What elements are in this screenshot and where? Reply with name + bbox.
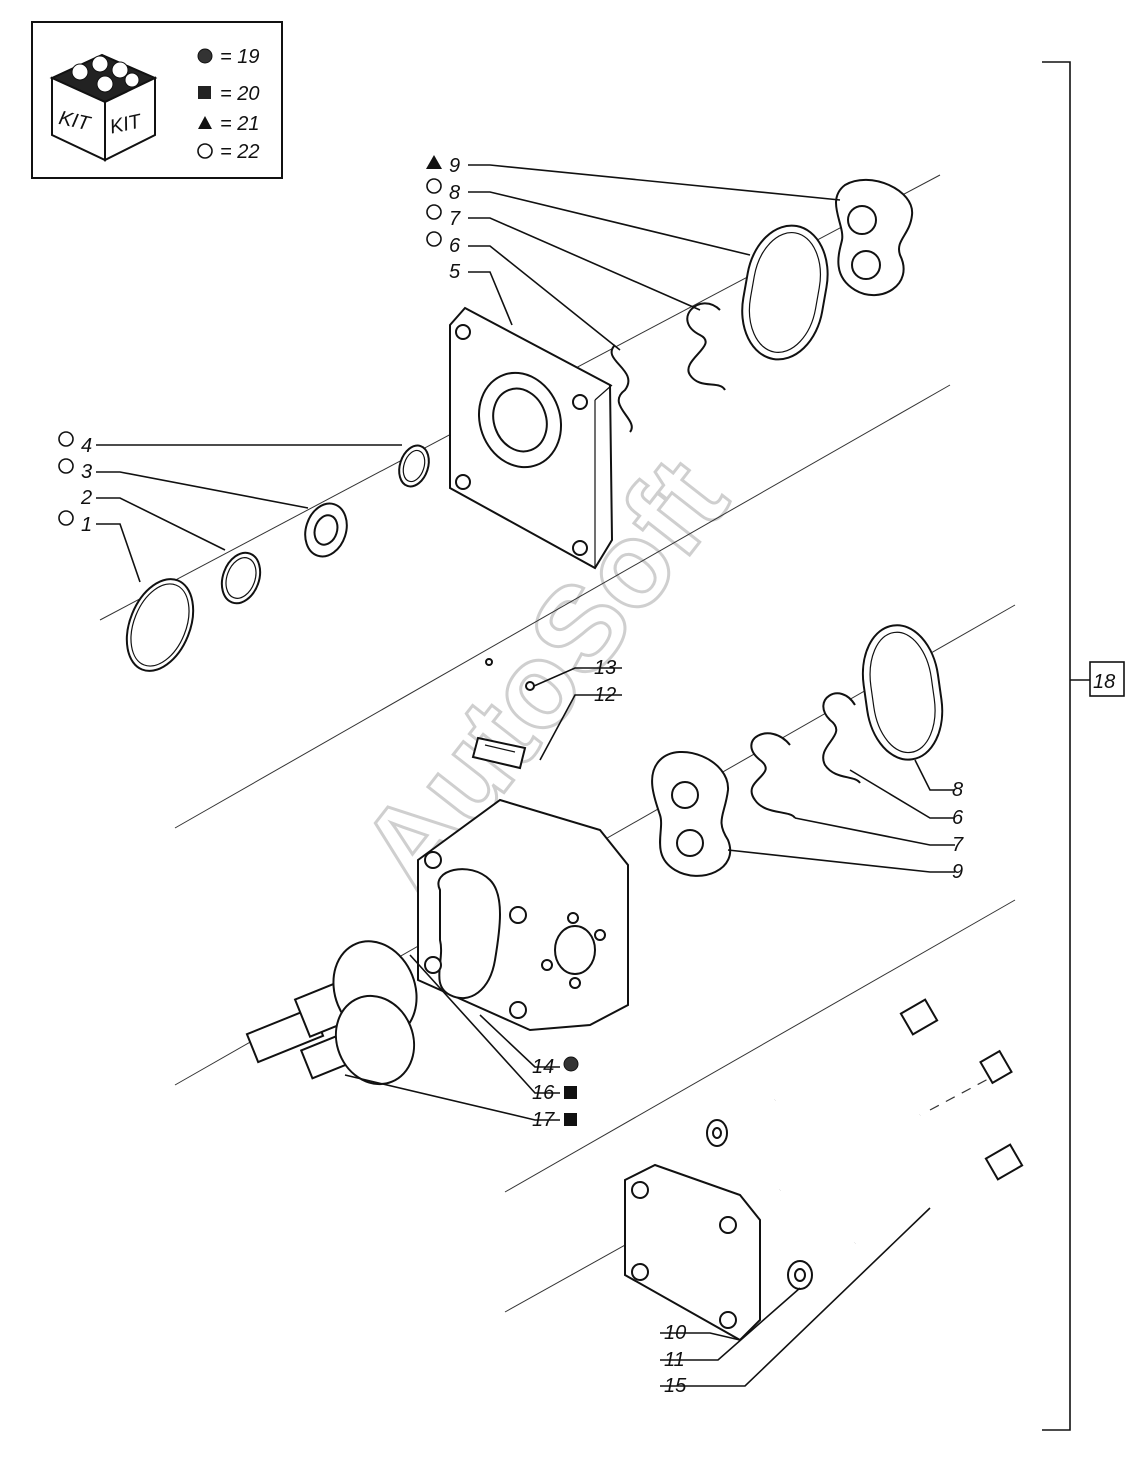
callout-9-right: 9	[952, 861, 963, 883]
spring-clip-6	[610, 344, 633, 433]
oval-seal-8-top	[741, 224, 829, 361]
end-cover-10	[624, 1163, 761, 1342]
callout-1: 1	[81, 514, 92, 536]
oval-seal-8-mid	[861, 624, 944, 761]
callout-6-right: 6	[952, 807, 964, 829]
seal-ring-1	[125, 578, 195, 672]
kit-legend: KIT KIT = 19 = 20 = 21 = 22	[31, 21, 283, 179]
callout-markers	[58, 155, 579, 1126]
callout-10: 10	[664, 1322, 686, 1344]
open-circle-marker-icon	[58, 458, 74, 474]
callout-2: 2	[80, 487, 92, 509]
callout-13: 13	[594, 657, 616, 679]
filled-circle-icon	[197, 48, 213, 64]
assembly-ref-box	[1089, 661, 1125, 697]
callout-11: 11	[664, 1349, 685, 1371]
kit-box-icon: KIT KIT	[49, 53, 158, 162]
figure-eight-seal-9-top	[835, 178, 914, 296]
open-circle-marker-icon	[58, 510, 74, 526]
assembly-bracket: 18	[1042, 61, 1125, 1431]
assembly-ref-label: 18	[1093, 671, 1115, 693]
kit-legend-label: = 19	[220, 46, 259, 68]
triangle-marker-icon	[426, 155, 442, 169]
filled-circle-marker-icon	[563, 1056, 579, 1072]
kit-legend-entry-21: = 21	[198, 113, 259, 135]
flange-plate-5	[449, 306, 614, 570]
kit-legend-label: = 21	[220, 113, 259, 135]
callout-6-top: 6	[449, 235, 461, 257]
open-circle-marker-icon	[426, 231, 442, 247]
spring-clip-6-mid	[822, 692, 861, 784]
kit-legend-label: = 20	[220, 83, 259, 105]
callout-7-right: 7	[952, 834, 964, 856]
snap-ring-2	[220, 551, 262, 605]
callout-8-right: 8	[952, 779, 963, 801]
callout-8-top: 8	[449, 182, 460, 204]
callout-3: 3	[81, 461, 92, 483]
callout-16: 16	[532, 1082, 555, 1104]
callout-4: 4	[81, 435, 92, 457]
filled-triangle-icon	[198, 116, 212, 129]
callout-12: 12	[594, 684, 616, 706]
spring-clip-7-mid	[750, 732, 796, 819]
label-plate-12	[471, 736, 527, 770]
leader-lines	[96, 164, 955, 1387]
spring-clip-7	[686, 302, 726, 391]
callout-5: 5	[449, 261, 461, 283]
callout-7-top: 7	[449, 208, 461, 230]
filled-square-icon	[198, 86, 211, 99]
callout-17: 17	[532, 1109, 555, 1131]
figure-eight-seal-9-mid	[651, 750, 732, 877]
open-circle-marker-icon	[426, 204, 442, 220]
ring-4	[398, 444, 430, 488]
filled-square-marker-icon	[564, 1086, 577, 1099]
filled-square-marker-icon	[564, 1113, 577, 1126]
small-plug-13	[485, 658, 535, 691]
bolt-15	[772, 998, 1024, 1248]
open-circle-marker-icon	[426, 178, 442, 194]
open-circle-marker-icon	[58, 431, 74, 447]
pump-body	[417, 798, 629, 1032]
callout-9-top: 9	[449, 155, 460, 177]
callout-15: 15	[664, 1375, 687, 1397]
kit-legend-entry-19: = 19	[197, 46, 259, 68]
kit-legend-entry-20: = 20	[198, 83, 259, 105]
gear-driven	[299, 994, 416, 1086]
callout-14: 14	[532, 1056, 554, 1078]
open-circle-icon	[197, 143, 213, 159]
bearing-seal-3	[304, 502, 348, 558]
callout-labels: 9 8 7 6 5 4 3 2 1 13 12 8 6 7 9 14 16 17…	[80, 155, 964, 1397]
kit-legend-entry-22: = 22	[197, 141, 259, 163]
kit-legend-label: = 22	[220, 141, 259, 163]
washer-11	[706, 1119, 813, 1290]
